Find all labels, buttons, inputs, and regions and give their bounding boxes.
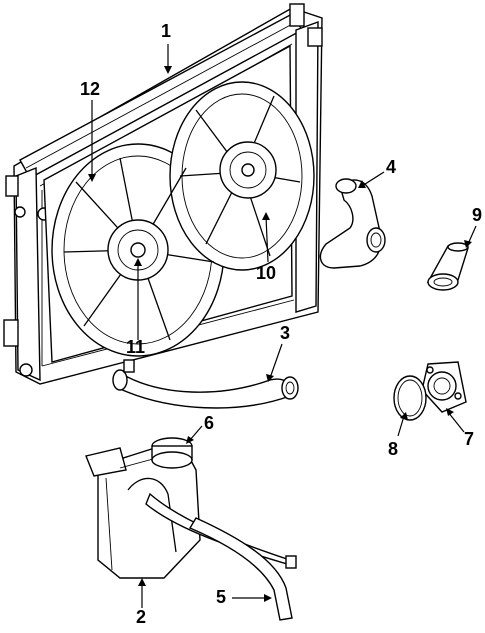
callout-10: 10 — [256, 263, 277, 283]
upper-hose — [319, 178, 386, 269]
coolant-reservoir — [85, 439, 201, 579]
callout-7: 7 — [464, 429, 475, 449]
callout-3: 3 — [280, 323, 291, 343]
fan-shroud — [43, 44, 315, 363]
thermostat — [421, 361, 467, 413]
reservoir-cap — [151, 437, 193, 469]
leader-lines — [88, 44, 477, 608]
callout-8: 8 — [388, 439, 399, 459]
callout-11: 11 — [126, 337, 146, 357]
lower-hose — [112, 359, 299, 409]
callout-1: 1 — [161, 21, 172, 41]
callout-9: 9 — [472, 205, 483, 225]
coolant-outlet — [426, 242, 469, 291]
callout-6: 6 — [204, 413, 215, 433]
callout-4: 4 — [386, 157, 397, 177]
callout-5: 5 — [216, 587, 227, 607]
callout-12: 12 — [80, 79, 101, 99]
thermostat-gasket — [393, 375, 427, 421]
callout-2: 2 — [136, 607, 147, 627]
overflow-hose — [145, 492, 297, 621]
